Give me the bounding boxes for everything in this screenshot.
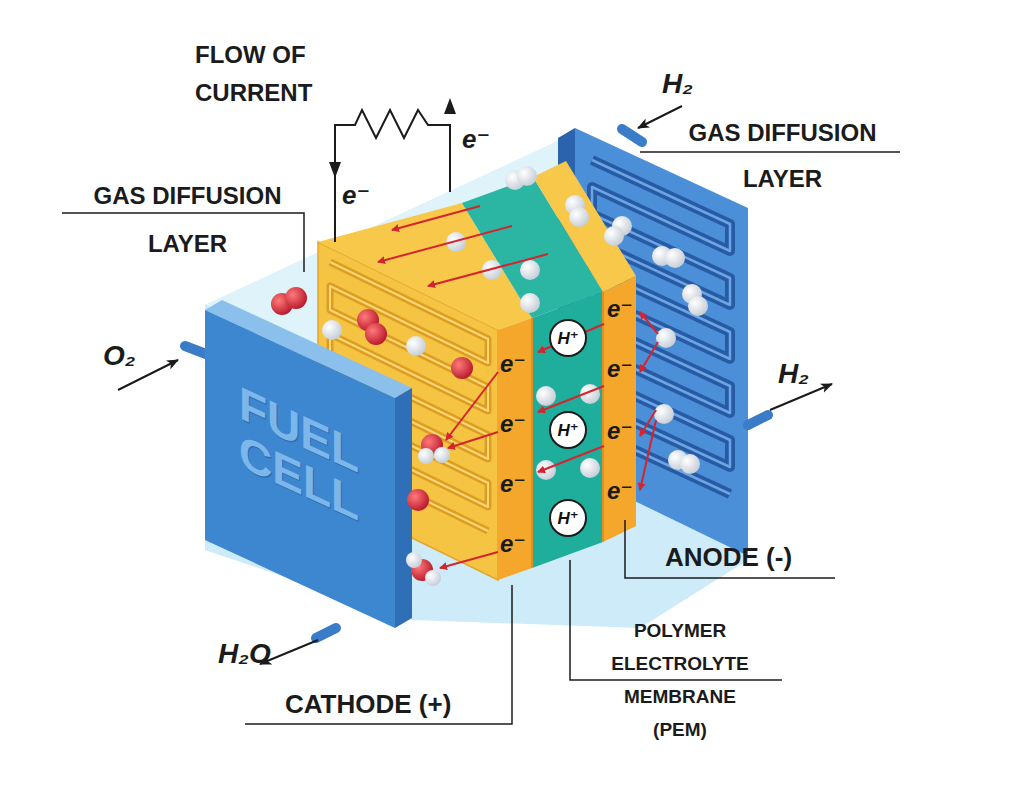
hydrogen-molecule — [680, 454, 700, 474]
electrode-stack — [498, 318, 532, 580]
gas-label: H₂O — [218, 638, 271, 670]
hydrogen-atom — [520, 260, 540, 280]
leader-line — [62, 152, 900, 724]
electrode-stack — [533, 161, 636, 292]
reaction-arrow — [538, 386, 604, 412]
hydrogen-molecule — [604, 226, 624, 246]
proton-label: H⁺ — [557, 328, 578, 349]
electron-symbol: e⁻ — [462, 124, 490, 155]
hydrogen-molecule — [569, 207, 589, 227]
oxygen-molecule — [451, 357, 473, 379]
water-molecule — [425, 570, 441, 586]
hydrogen-atom — [580, 458, 600, 478]
electron-symbol: e⁻ — [607, 295, 633, 323]
hydrogen-molecule — [517, 166, 537, 186]
water-molecule — [418, 448, 434, 464]
hydrogen-atom — [322, 320, 342, 340]
proton-circle-outline — [550, 500, 586, 536]
reaction-arrow — [392, 206, 480, 230]
circuit-title: FLOW OF CURRENT — [195, 36, 365, 112]
electron-symbol: e⁻ — [342, 180, 370, 211]
electrode-stack — [531, 318, 533, 568]
reaction-arrow — [448, 432, 498, 448]
plate-title: FUEL CELL — [239, 376, 359, 532]
proton-circle-outline — [550, 412, 586, 448]
reaction-arrow — [538, 446, 604, 472]
proton-circle-outline — [550, 320, 586, 356]
proton-label: H⁺ — [557, 420, 578, 441]
hydrogen-molecule — [505, 166, 708, 474]
external-circuit — [329, 162, 341, 178]
fuel-cell-plate-edges — [395, 388, 412, 628]
reaction-arrow — [640, 420, 656, 490]
electrode-stack — [602, 292, 604, 542]
gas-pipes — [748, 415, 768, 425]
gas-pipes — [622, 129, 642, 142]
proton-circle: H⁺ — [548, 318, 588, 358]
reaction-arrow — [640, 342, 658, 372]
hydrogen-atom — [536, 460, 556, 480]
leader-line — [640, 151, 900, 153]
water-molecule — [406, 552, 422, 568]
electron-symbol: e⁻ — [607, 477, 633, 505]
gas-flow-arrow — [638, 106, 682, 128]
hydrogen-molecule — [665, 248, 685, 268]
reaction-arrow — [446, 372, 498, 440]
reaction-arrow — [378, 206, 658, 568]
electron-symbol: e⁻ — [607, 355, 633, 383]
oxygen-molecule — [365, 323, 387, 345]
external-circuit — [329, 98, 456, 242]
external-circuit — [335, 110, 450, 242]
electrode-stack — [532, 292, 603, 568]
hydrogen-atom — [656, 328, 676, 348]
hydrogen-atom — [654, 404, 674, 424]
electron-symbol: e⁻ — [500, 350, 526, 378]
proton-label: H⁺ — [557, 508, 578, 529]
membrane-label: POLYMER ELECTROLYTE MEMBRANE (PEM) — [605, 614, 755, 746]
hydrogen-molecule — [688, 296, 708, 316]
electrode-label: ANODE (-) — [665, 540, 792, 574]
gas-pipes — [316, 628, 336, 638]
hydrogen-atom — [406, 336, 426, 356]
reaction-arrow — [440, 552, 498, 568]
reaction-arrow — [640, 312, 658, 334]
layer-label: GAS DIFFUSION LAYER — [660, 110, 905, 202]
gas-pipes — [185, 346, 206, 354]
reaction-arrow — [428, 254, 548, 286]
reaction-arrow — [378, 226, 512, 262]
electrode-label: CATHODE (+) — [285, 687, 451, 721]
hydrogen-atom — [520, 293, 540, 313]
electron-symbol: e⁻ — [500, 530, 526, 558]
electron-symbol: e⁻ — [500, 470, 526, 498]
electrode-stack — [603, 276, 636, 542]
oxygen-molecule — [285, 287, 307, 309]
hydrogen-atom — [536, 386, 556, 406]
gas-label: O₂ — [103, 340, 135, 372]
external-circuit — [444, 98, 456, 114]
electron-symbol: e⁻ — [500, 410, 526, 438]
leader-line — [625, 520, 835, 578]
water-molecule — [406, 434, 450, 586]
gas-label: H₂ — [778, 358, 809, 390]
layer-label: GAS DIFFUSION LAYER — [65, 172, 310, 268]
fuel-cell-plate-edges — [205, 300, 412, 628]
electron-symbol: e⁻ — [607, 417, 633, 445]
water-molecule — [434, 447, 450, 463]
oxygen-molecule — [407, 489, 429, 511]
gas-label: H₂ — [662, 68, 693, 100]
proton-circle: H⁺ — [548, 498, 588, 538]
proton-circle: H⁺ — [548, 410, 588, 450]
